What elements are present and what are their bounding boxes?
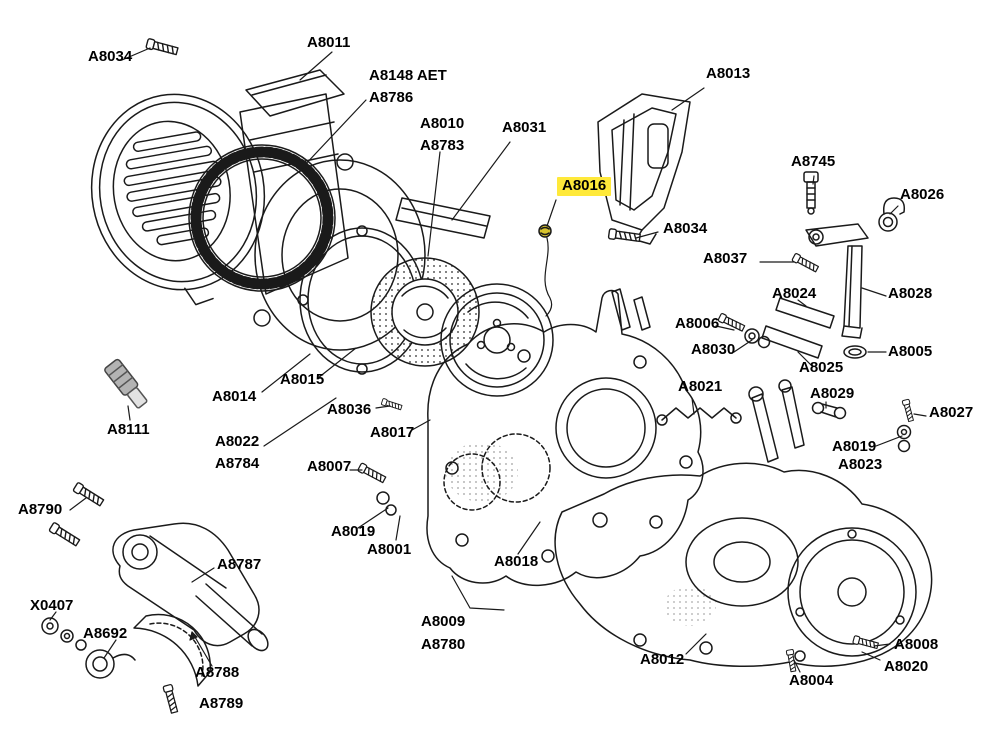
part-label-a8022[interactable]: A8022 bbox=[215, 433, 260, 450]
part-label-a8787[interactable]: A8787 bbox=[217, 556, 262, 573]
part-label-a8036[interactable]: A8036 bbox=[327, 401, 372, 418]
part-label-a8019[interactable]: A8019 bbox=[832, 438, 877, 455]
part-label-a8034[interactable]: A8034 bbox=[88, 48, 133, 65]
part-label-a8019[interactable]: A8019 bbox=[331, 523, 376, 540]
part-label-a8030[interactable]: A8030 bbox=[691, 341, 736, 358]
transmission-cover bbox=[554, 379, 933, 668]
part-a8111 bbox=[104, 358, 148, 409]
part-label-a8013[interactable]: A8013 bbox=[706, 65, 751, 82]
part-label-a8018[interactable]: A8018 bbox=[494, 553, 539, 570]
part-label-a8780[interactable]: A8780 bbox=[421, 636, 466, 653]
clutch-assembly bbox=[440, 283, 554, 397]
kickstart-group bbox=[41, 522, 269, 687]
part-label-a8009[interactable]: A8009 bbox=[421, 613, 466, 630]
fan-cover bbox=[90, 93, 266, 306]
part-label-a8026[interactable]: A8026 bbox=[900, 186, 945, 203]
part-label-a8788[interactable]: A8788 bbox=[195, 664, 240, 681]
part-label-a8784[interactable]: A8784 bbox=[215, 455, 260, 472]
part-label-a8692[interactable]: A8692 bbox=[83, 625, 128, 642]
part-label-a8025[interactable]: A8025 bbox=[799, 359, 844, 376]
part-label-a8006[interactable]: A8006 bbox=[675, 315, 720, 332]
part-label-a8027[interactable]: A8027 bbox=[929, 404, 974, 421]
part-label-a8783[interactable]: A8783 bbox=[420, 137, 465, 154]
part-label-a8037[interactable]: A8037 bbox=[703, 250, 748, 267]
part-label-a8004[interactable]: A8004 bbox=[789, 672, 834, 689]
part-label-a8111[interactable]: A8111 bbox=[107, 421, 150, 438]
part-label-a8790[interactable]: A8790 bbox=[18, 501, 63, 518]
part-label-a8789[interactable]: A8789 bbox=[199, 695, 244, 712]
part-label-a8021[interactable]: A8021 bbox=[678, 378, 723, 395]
part-label-a8008[interactable]: A8008 bbox=[894, 636, 939, 653]
part-label-a8023[interactable]: A8023 bbox=[838, 456, 883, 473]
part-label-a8017[interactable]: A8017 bbox=[370, 424, 415, 441]
part-label-a8031[interactable]: A8031 bbox=[502, 119, 547, 136]
part-label-a8007[interactable]: A8007 bbox=[307, 458, 352, 475]
part-label-a8014[interactable]: A8014 bbox=[212, 388, 257, 405]
part-label-a8148-aet[interactable]: A8148 AET bbox=[369, 67, 447, 84]
small-parts-right bbox=[656, 171, 912, 453]
part-label-a8011[interactable]: A8011 bbox=[307, 34, 351, 51]
part-label-a8001[interactable]: A8001 bbox=[367, 541, 412, 558]
part-label-a8745[interactable]: A8745 bbox=[791, 153, 836, 170]
part-label-a8010[interactable]: A8010 bbox=[420, 115, 465, 132]
part-label-a8034[interactable]: A8034 bbox=[663, 220, 708, 237]
part-label-a8786[interactable]: A8786 bbox=[369, 89, 414, 106]
crankcase-half bbox=[426, 288, 704, 587]
leader-lines bbox=[49, 47, 927, 673]
part-label-a8005[interactable]: A8005 bbox=[888, 343, 933, 360]
part-label-a8015[interactable]: A8015 bbox=[280, 371, 325, 388]
part-label-a8012[interactable]: A8012 bbox=[640, 651, 685, 668]
part-label-a8028[interactable]: A8028 bbox=[888, 285, 933, 302]
part-label-a8020[interactable]: A8020 bbox=[884, 658, 929, 675]
part-label-a8016[interactable]: A8016 bbox=[557, 177, 612, 196]
part-label-x0407[interactable]: X0407 bbox=[30, 597, 74, 614]
part-label-a8029[interactable]: A8029 bbox=[810, 385, 855, 402]
part-a8016 bbox=[538, 224, 553, 317]
part-label-a8024[interactable]: A8024 bbox=[772, 285, 817, 302]
